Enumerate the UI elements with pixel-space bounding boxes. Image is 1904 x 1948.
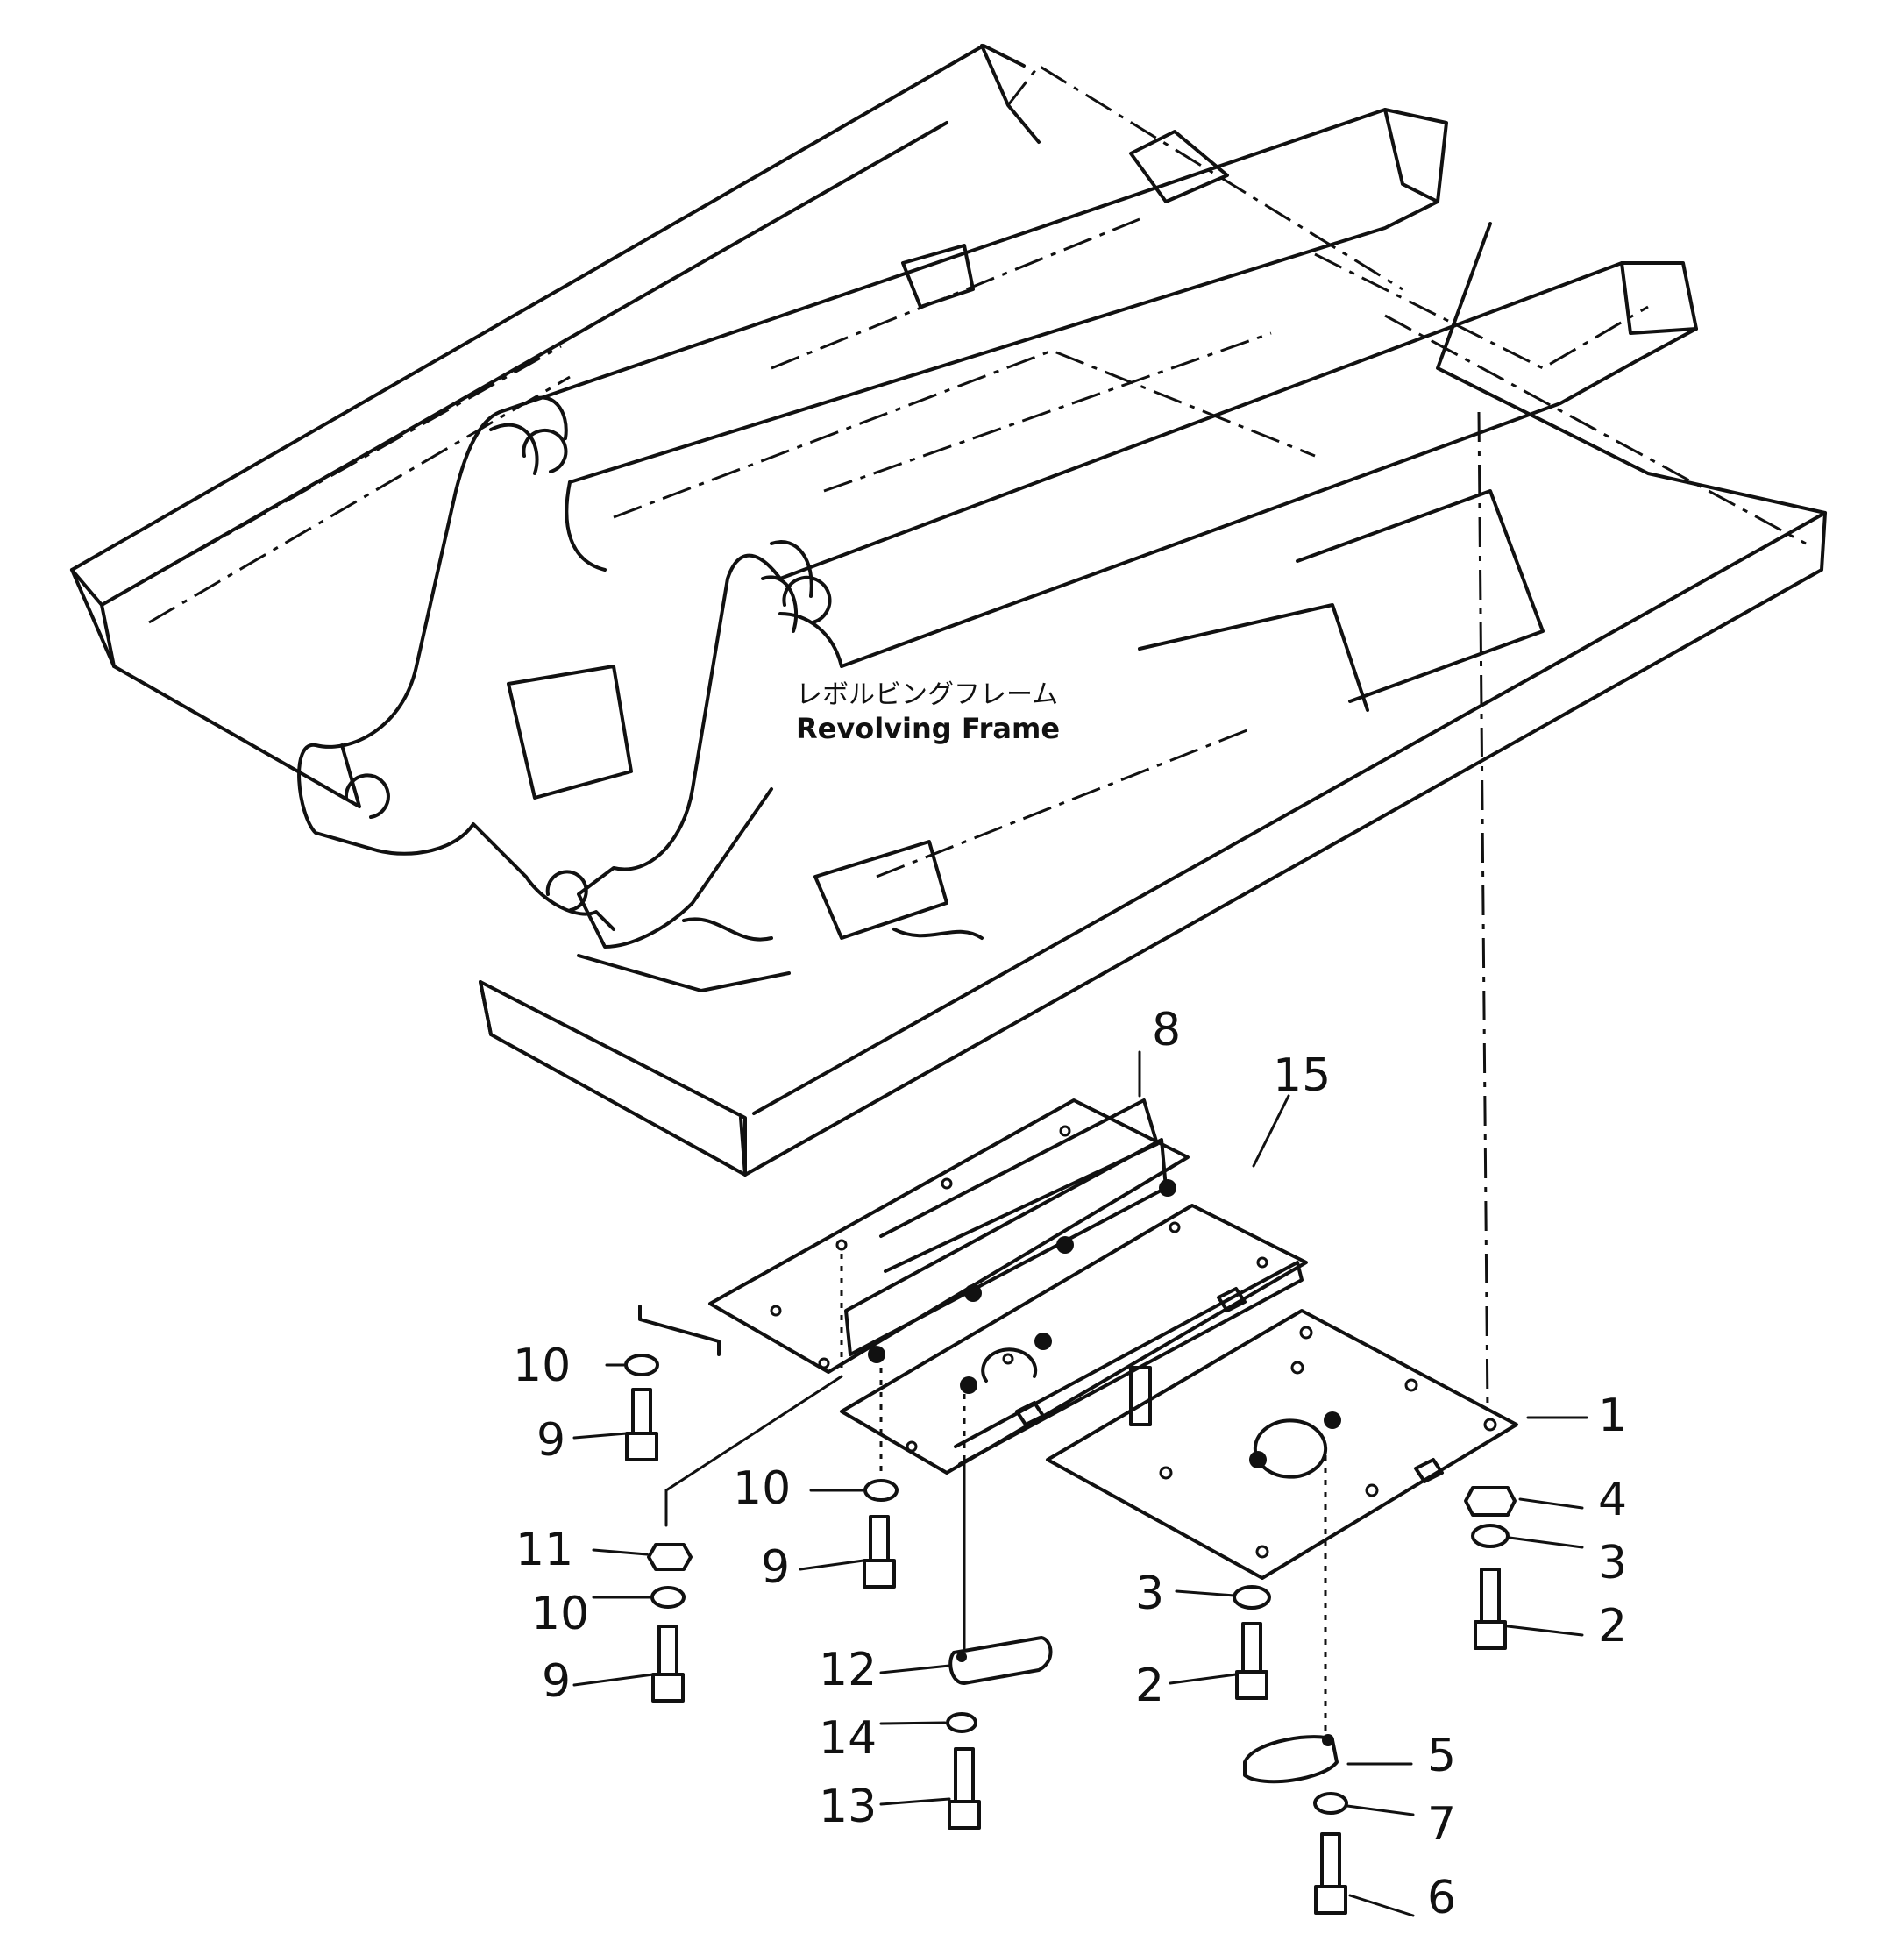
callout-9-bottom: 9 <box>542 1655 571 1708</box>
callout-7: 7 <box>1427 1798 1456 1851</box>
callout-15: 15 <box>1273 1049 1331 1102</box>
frame-label-japanese: レボルビングフレーム <box>796 679 1058 710</box>
bolt-2b <box>1474 1568 1507 1650</box>
hardware-parts <box>624 1254 1517 1915</box>
callout-14: 14 <box>819 1712 877 1765</box>
callout-1: 1 <box>1598 1390 1627 1442</box>
callout-8: 8 <box>1152 1004 1181 1056</box>
bolt-9c <box>651 1625 685 1703</box>
callout-3-right: 3 <box>1598 1537 1627 1589</box>
callout-12: 12 <box>819 1644 877 1696</box>
revolving-frame-drawing <box>70 44 1827 1412</box>
callout-10-bottom: 10 <box>531 1588 589 1640</box>
callout-numbers: 1 4 3 2 5 7 6 8 15 10 9 10 9 11 10 9 12 … <box>513 1004 1627 1924</box>
frame-label-english: Revolving Frame <box>796 712 1060 745</box>
bolt-6 <box>1314 1832 1347 1915</box>
callout-2-right: 2 <box>1598 1600 1627 1653</box>
callout-4: 4 <box>1598 1474 1627 1526</box>
callout-3-center: 3 <box>1135 1568 1164 1620</box>
bolt-13 <box>948 1747 981 1830</box>
callout-10-top: 10 <box>513 1340 571 1392</box>
undercover-plates <box>638 1098 1518 1580</box>
callout-13: 13 <box>819 1781 877 1833</box>
callout-5: 5 <box>1427 1730 1456 1782</box>
callout-2-center: 2 <box>1135 1660 1164 1712</box>
callout-6: 6 <box>1427 1872 1456 1924</box>
leader-lines <box>572 1050 1588 1917</box>
callout-9-mid: 9 <box>761 1541 790 1594</box>
callout-11: 11 <box>515 1524 573 1576</box>
callout-9-top: 9 <box>536 1414 565 1467</box>
bolt-9a <box>625 1388 658 1461</box>
bolt-2a <box>1235 1622 1268 1700</box>
callout-10-mid: 10 <box>733 1462 791 1515</box>
bolt-9b <box>863 1515 896 1589</box>
